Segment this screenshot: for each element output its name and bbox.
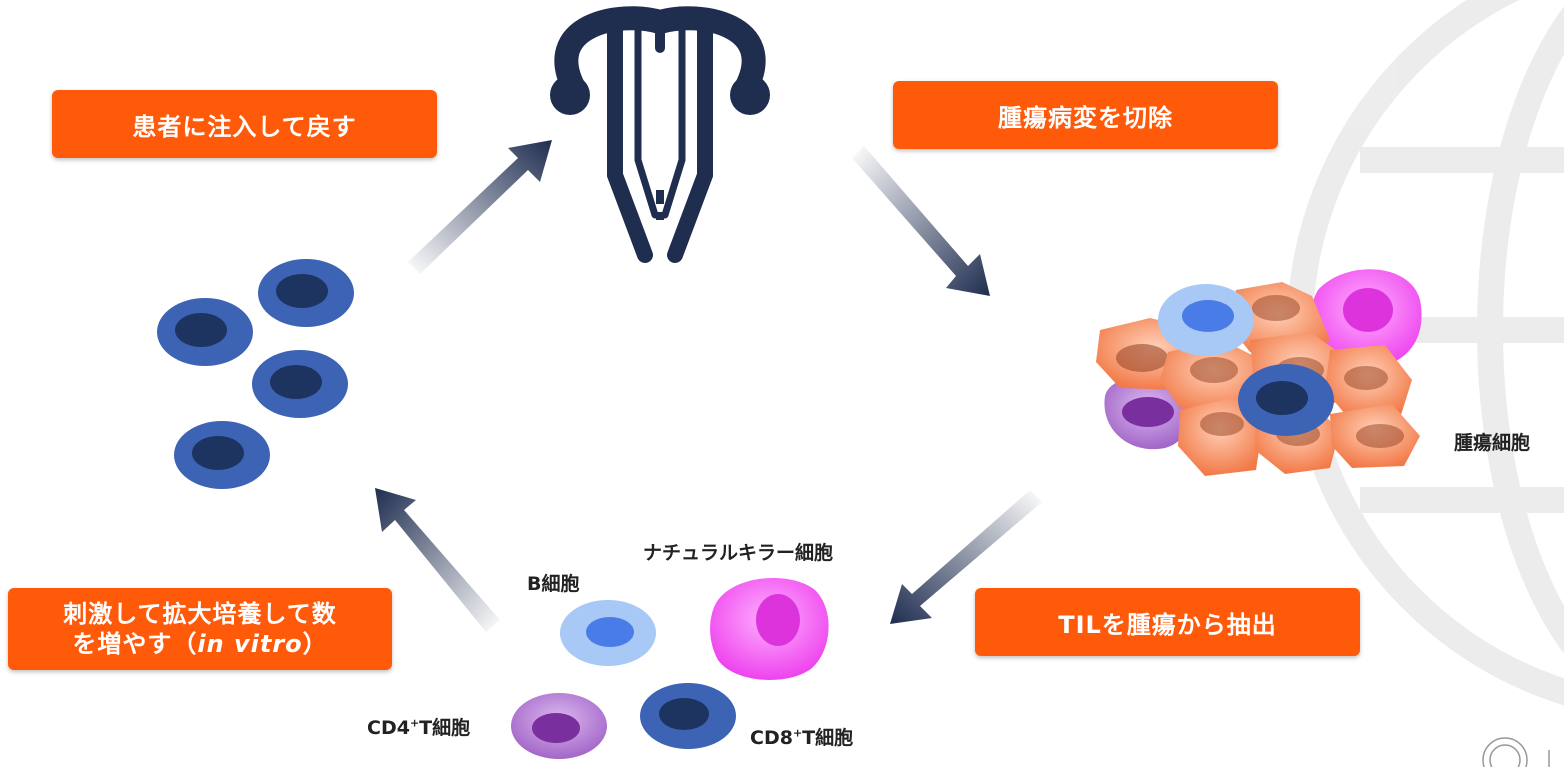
step-expand-line1: 刺激して拡大培養して数 xyxy=(63,599,337,629)
step-expand-box: 刺激して拡大培養して数 を増やす（in vitro） xyxy=(8,588,392,670)
step-inject-box: 患者に注入して戻す xyxy=(52,90,437,158)
tumor-cluster-icon xyxy=(1096,269,1422,476)
expanded-t-cells xyxy=(157,259,354,489)
step-resect-label: 腫瘍病変を切除 xyxy=(998,98,1173,133)
cd4-t-cell-icon xyxy=(511,693,607,759)
arrow-to-expand xyxy=(375,488,500,632)
uterus-icon xyxy=(550,18,770,255)
cd8-t-cell-icon xyxy=(640,683,736,749)
nk-cell-icon xyxy=(710,578,829,680)
arrow-to-resect xyxy=(852,146,990,296)
arrow-to-inject xyxy=(408,140,552,274)
lymphocyte-icon xyxy=(258,259,354,327)
step-extract-label: TILを腫瘍から抽出 xyxy=(1058,605,1277,640)
step-extract-box: TILを腫瘍から抽出 xyxy=(975,588,1360,656)
cd8-t-cell-label: CD8+T細胞 xyxy=(750,723,853,750)
b-cell-icon xyxy=(560,600,656,666)
cd4-t-cell-label: CD4+T細胞 xyxy=(367,713,470,740)
in-vitro-text: in vitro xyxy=(197,630,302,658)
lymphocyte-icon xyxy=(252,350,348,418)
logo-icon xyxy=(1483,738,1549,767)
nk-cell-label: ナチュラルキラー細胞 xyxy=(643,538,833,565)
lymphocyte-icon xyxy=(174,421,270,489)
step-resect-box: 腫瘍病変を切除 xyxy=(893,81,1278,149)
tumor-cells-label: 腫瘍細胞 xyxy=(1454,428,1530,455)
b-cell-label: B細胞 xyxy=(527,569,579,596)
step-inject-label: 患者に注入して戻す xyxy=(132,107,356,142)
step-expand-line2: を増やす（in vitro） xyxy=(72,629,327,659)
lymphocyte-icon xyxy=(157,298,253,366)
